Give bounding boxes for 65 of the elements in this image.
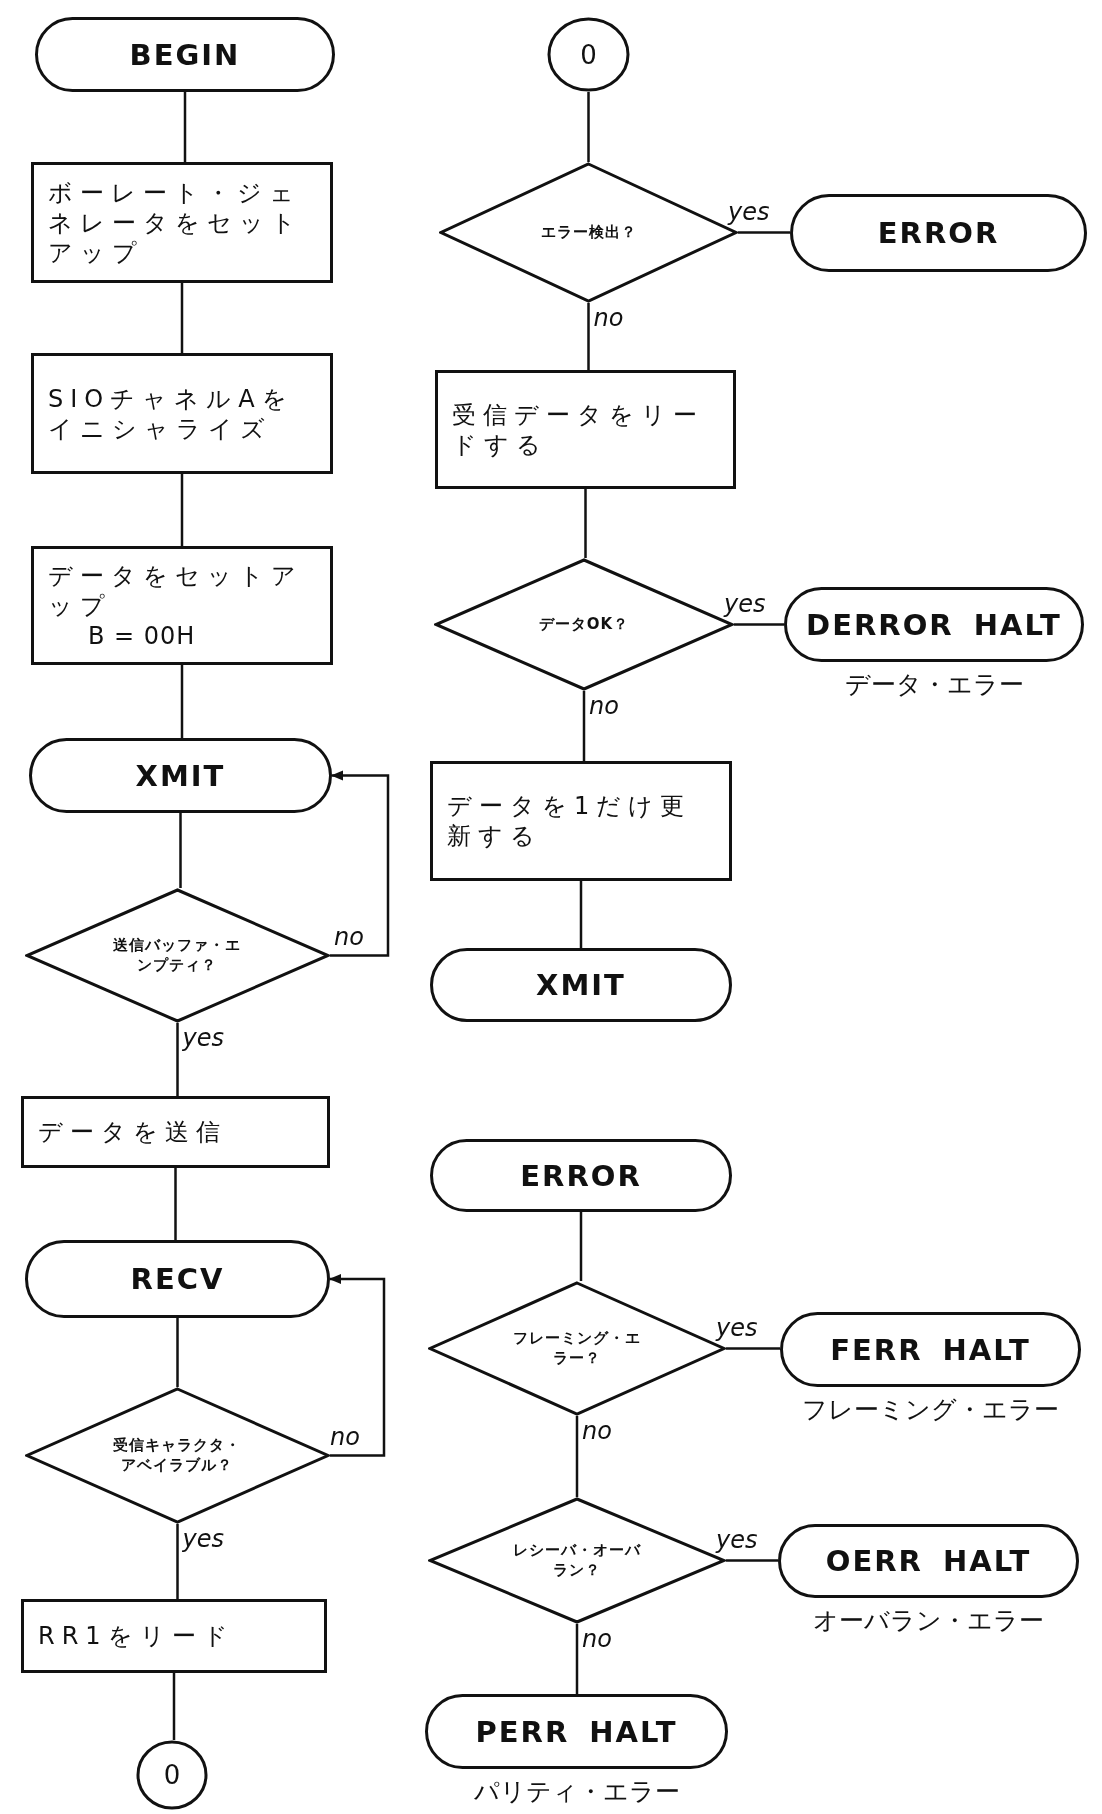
flow-line bbox=[584, 489, 587, 558]
node-text: レシーバ・オーバラン？ bbox=[512, 1541, 642, 1580]
node-text: フレーミング・エラー？ bbox=[512, 1329, 642, 1368]
node-text: エラー検出？ bbox=[540, 222, 637, 243]
node-text: 0 bbox=[580, 39, 597, 70]
node-text: データを送信 bbox=[38, 1117, 227, 1147]
flow-line bbox=[734, 623, 784, 626]
decision-diamond bbox=[25, 888, 330, 1023]
node-text: ボーレート・ジェネレータをセットアップ bbox=[48, 177, 304, 268]
arrow bbox=[330, 770, 390, 957]
node-text: ERROR bbox=[877, 216, 1000, 250]
flow-line bbox=[575, 1416, 579, 1497]
node-text: PERR HALT bbox=[475, 1714, 678, 1749]
node-text: ERROR bbox=[520, 1158, 642, 1193]
flow-line bbox=[176, 1318, 179, 1387]
connector-circle bbox=[547, 17, 630, 92]
flow-line bbox=[579, 881, 583, 948]
decision-diamond bbox=[25, 1387, 330, 1524]
process-box bbox=[31, 162, 333, 283]
caption-text: フレーミング・エラー bbox=[802, 1394, 1059, 1426]
node-text: データをセットアップ bbox=[48, 560, 304, 621]
node-text: 送信バッファ・エンプティ？ bbox=[112, 936, 243, 975]
flow-line bbox=[587, 92, 590, 162]
flow-line bbox=[176, 1023, 179, 1096]
node-text: XMIT bbox=[135, 758, 226, 793]
node-text: XMIT bbox=[536, 968, 626, 1002]
process-box bbox=[21, 1599, 327, 1673]
flow-line bbox=[180, 665, 184, 738]
node-text: BEGIN bbox=[129, 37, 241, 72]
process-box bbox=[435, 370, 736, 489]
flow-line bbox=[180, 283, 184, 353]
flow-line bbox=[174, 1168, 177, 1240]
node-text: SIOチャネルAをイニシャライズ bbox=[48, 383, 295, 444]
node-text: 受信キャラクタ・アベイラブル？ bbox=[112, 1436, 243, 1475]
flow-line bbox=[179, 813, 182, 888]
flow-line bbox=[180, 474, 184, 546]
node-text: 受信データをリードする bbox=[452, 399, 705, 460]
node-text: データを1だけ更新する bbox=[447, 791, 693, 851]
flow-line bbox=[183, 92, 187, 162]
connector-circle bbox=[136, 1740, 208, 1810]
arrow bbox=[328, 1274, 386, 1457]
flow-line bbox=[726, 1559, 778, 1562]
flow-line bbox=[575, 1624, 579, 1694]
flow-line bbox=[726, 1347, 780, 1350]
flow-line bbox=[579, 1212, 583, 1281]
node-text: FERR HALT bbox=[830, 1332, 1031, 1367]
caption-text: パリティ・エラー bbox=[473, 1776, 680, 1808]
node-text: データOK？ bbox=[538, 614, 630, 635]
caption-text: データ・エラー bbox=[844, 669, 1024, 701]
flow-line bbox=[582, 691, 586, 761]
caption-text: オーバラン・エラー bbox=[813, 1605, 1044, 1637]
flow-line bbox=[738, 231, 790, 234]
flow-line bbox=[587, 303, 590, 370]
process-box bbox=[31, 353, 333, 474]
node-text: 0 bbox=[163, 1760, 181, 1790]
process-box bbox=[31, 546, 333, 665]
node-text: RR1をリード bbox=[38, 1621, 235, 1651]
flow-line bbox=[176, 1524, 179, 1599]
node-text: B = 00H bbox=[87, 620, 196, 651]
process-box bbox=[430, 761, 732, 881]
process-box bbox=[21, 1096, 330, 1168]
node-text: OERR HALT bbox=[825, 1544, 1032, 1578]
node-text: DERROR HALT bbox=[806, 607, 1062, 642]
flow-line bbox=[172, 1673, 176, 1740]
node-text: RECV bbox=[130, 1262, 225, 1296]
